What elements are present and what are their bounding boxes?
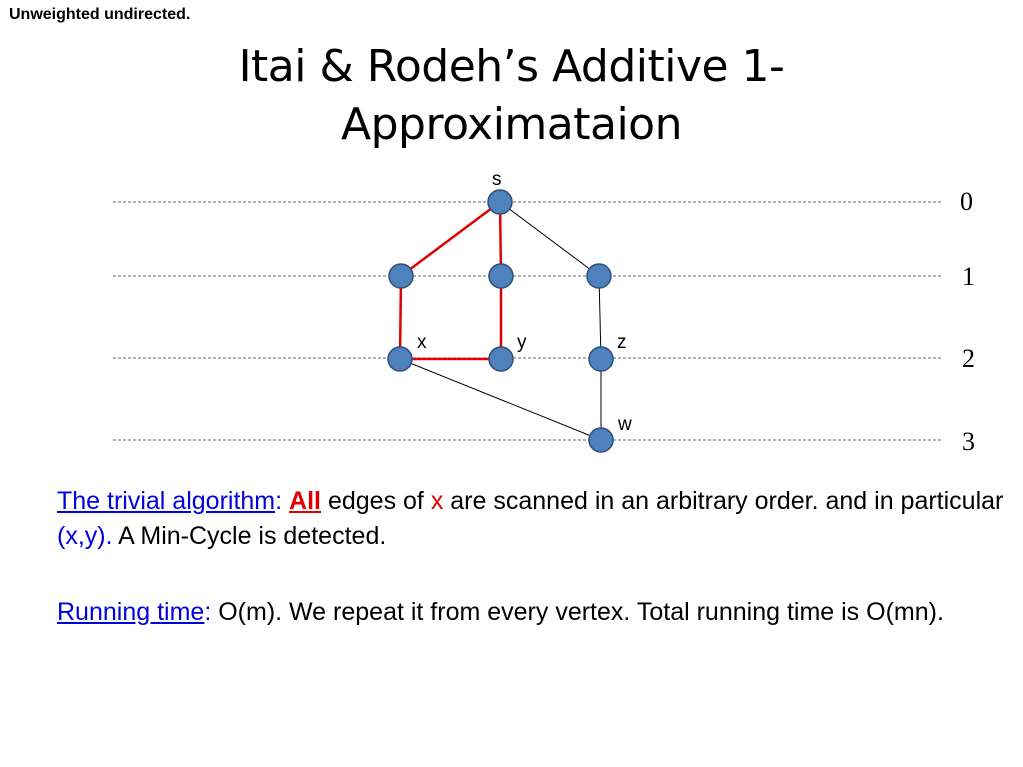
node-label-w: w	[617, 414, 632, 435]
node-a	[388, 263, 414, 289]
all-emphasis: All	[289, 487, 321, 515]
node-label-x: x	[417, 332, 427, 353]
corner-note: Unweighted undirected.	[9, 6, 191, 23]
edge-x-w	[399, 358, 602, 441]
trivial-algorithm-paragraph: The trivial algorithm: All edges of x ar…	[57, 484, 1017, 554]
node-x	[387, 346, 413, 372]
node-label-y: y	[517, 332, 527, 353]
node-label-z: z	[617, 332, 627, 353]
node-z	[588, 346, 614, 372]
para1-text-1: edges of	[327, 487, 424, 515]
colon-2: :	[204, 598, 212, 626]
node-w	[588, 427, 614, 453]
para1-text-2: are scanned in an arbitrary order. and i…	[450, 487, 1004, 515]
node-c	[586, 263, 612, 289]
slide-title: Itai & Rodeh’s Additive 1- Approximataio…	[0, 38, 1023, 154]
trivial-algorithm-link[interactable]: The trivial algorithm	[57, 487, 276, 515]
node-b	[488, 263, 514, 289]
edge-a-x	[398, 275, 403, 360]
para1-x: x	[430, 487, 444, 515]
title-line-1: Itai & Rodeh’s Additive 1-	[238, 41, 785, 92]
para1-xy: (x,y).	[57, 522, 113, 550]
node-label-s: s	[492, 169, 502, 190]
para2-text: O(m). We repeat it from every vertex. To…	[218, 598, 944, 626]
level-label-1: 1	[962, 262, 975, 291]
node-s	[487, 189, 513, 215]
node-y	[488, 346, 514, 372]
level-label-2: 2	[962, 344, 975, 373]
colon-1: :	[275, 487, 283, 515]
edge-c-z	[598, 275, 602, 360]
running-time-paragraph: Running time: O(m). We repeat it from ev…	[57, 595, 1017, 630]
edge-s-a	[400, 200, 501, 278]
edge-s-c	[499, 201, 600, 277]
para1-text-3: A Min-Cycle is detected.	[118, 522, 387, 550]
running-time-link[interactable]: Running time	[57, 598, 205, 626]
title-line-2: Approximataion	[341, 99, 682, 150]
level-label-3: 3	[962, 427, 975, 456]
level-label-0: 0	[960, 187, 973, 216]
